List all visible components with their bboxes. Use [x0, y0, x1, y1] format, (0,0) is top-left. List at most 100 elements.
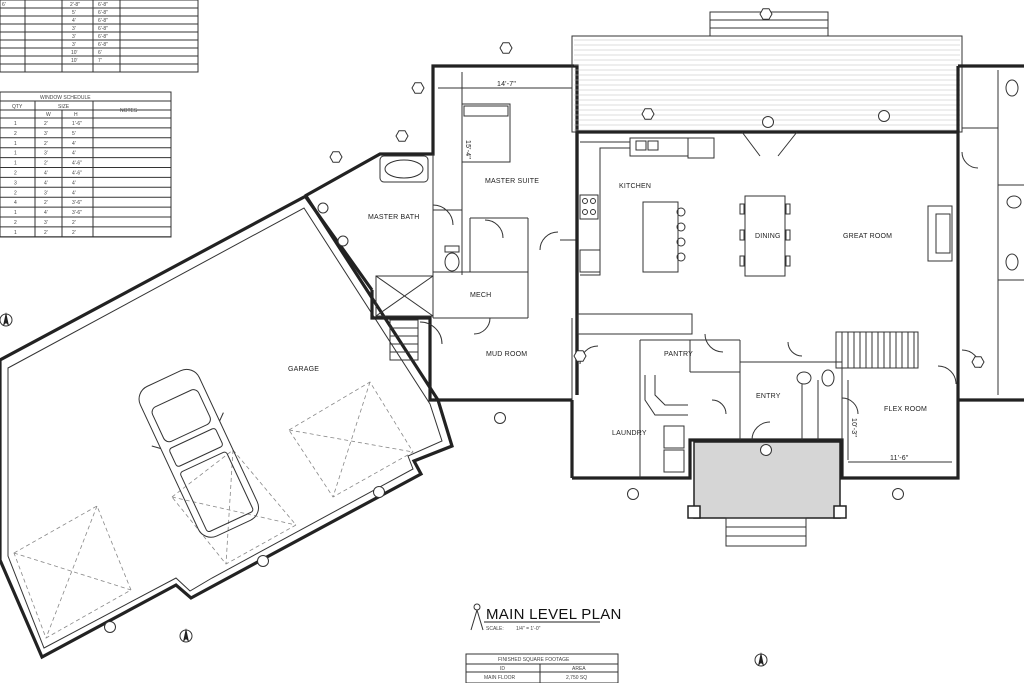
ws-row-5-c0: 2: [14, 171, 17, 177]
porch-steps: [725, 517, 807, 547]
ws-row-0-c0: 1: [14, 121, 17, 127]
window-tag-hexagon: [329, 151, 343, 163]
ws-row-4-c2: 4'-6": [72, 161, 82, 167]
ws-row-4-c0: 1: [14, 161, 17, 167]
window-tag-circle: [892, 488, 904, 500]
master-wing: 14'-7" 15'-4" MASTER SUITE MASTER BATH M…: [303, 64, 579, 402]
ws-row-10-c0: 2: [14, 220, 17, 226]
garage: GARAGE: [0, 193, 454, 660]
footage-row-id: MAIN FLOOR: [484, 675, 516, 681]
window-tag-hexagon: [499, 42, 513, 54]
plan-title-block: MAIN LEVEL PLAN SCALE: 1/4" = 1'-0": [470, 603, 622, 632]
master-depth-dim: 15'-4": [464, 140, 471, 159]
north-arrow-icon: [754, 652, 768, 667]
ws-row-10-c1: 3': [44, 220, 48, 226]
ws-row-9-c2: 3'-6": [72, 210, 82, 216]
ws-row-6-c1: 4': [44, 180, 48, 186]
shower: [375, 275, 434, 317]
scale-label: SCALE:: [486, 626, 504, 632]
master-width-dim: 14'-7": [497, 81, 516, 88]
front-porch: [687, 441, 847, 547]
deck: [571, 11, 963, 133]
door-row-6-c2: 6': [98, 50, 102, 56]
ws-row-7-c2: 4': [72, 190, 76, 196]
door-row-0-c1: 2'-8": [70, 2, 80, 8]
garage-door-1: [13, 505, 132, 639]
window-schedule-title: WINDOW SCHEDULE: [40, 95, 91, 101]
north-arrow-icon: [179, 628, 193, 643]
window-tag-circle: [878, 110, 890, 122]
window-tag-circle: [627, 488, 639, 500]
sink-icon: [796, 371, 812, 385]
toilet-icon: [1005, 79, 1019, 97]
window-tag-circle: [760, 444, 772, 456]
kitchen-island: [642, 201, 679, 273]
door-row-4-c2: 6'-8": [98, 34, 108, 40]
ws-row-8-c1: 2': [44, 200, 48, 206]
door-row-0-c0: 6': [2, 2, 6, 8]
window-tag-hexagon: [411, 82, 425, 94]
ws-sub-h: H: [74, 112, 78, 118]
ws-header-notes: NOTES: [120, 108, 138, 114]
door-row-4-c1: 3': [72, 34, 76, 40]
door-row-3-c2: 6'-8": [98, 26, 108, 32]
door-schedule-partial: 6' 2'-8" 6'-8" 5' 6'-8" 4' 6'-8" 3' 6'-8…: [0, 0, 199, 73]
plan-title: MAIN LEVEL PLAN: [486, 606, 622, 623]
range: [579, 194, 599, 220]
main-stairs: [835, 331, 919, 369]
ws-row-2-c0: 1: [14, 141, 17, 147]
window-tag-hexagon: [573, 350, 587, 362]
toilet-icon: [1005, 253, 1019, 271]
entry-label: ENTRY: [756, 393, 781, 400]
great-room-label: GREAT ROOM: [843, 233, 892, 240]
north-arrow-icon: [0, 312, 13, 327]
master-bath-label: MASTER BATH: [368, 214, 419, 221]
ws-header-size: SIZE: [58, 104, 70, 110]
window-tag-circle: [104, 621, 116, 633]
window-tag-circle: [257, 555, 269, 567]
ws-row-6-c2: 4': [72, 180, 76, 186]
flex-width-dim: 11'-6": [890, 455, 909, 462]
ws-row-0-c1: 2': [44, 121, 48, 127]
ws-row-0-c2: 1'-6": [72, 121, 82, 127]
kitchen-label: KITCHEN: [619, 183, 651, 190]
ws-row-5-c2: 4'-6": [72, 171, 82, 177]
toilet-icon: [444, 252, 460, 272]
laundry-label: LAUNDRY: [612, 430, 647, 437]
ws-row-11-c2: 2': [72, 230, 76, 236]
sink-icon: [1006, 195, 1022, 209]
window-tag-circle: [494, 412, 506, 424]
door-row-0-c2: 6'-8": [98, 2, 108, 8]
ws-row-3-c1: 3': [44, 151, 48, 157]
door-row-2-c2: 6'-8": [98, 18, 108, 24]
flex-room-label: FLEX ROOM: [884, 406, 927, 413]
footage-header-area: AREA: [572, 666, 586, 672]
ws-row-3-c2: 4': [72, 151, 76, 157]
ws-row-5-c1: 4': [44, 171, 48, 177]
door-row-2-c1: 4': [72, 18, 76, 24]
main-house: 11'-6" 10'-3" KITCHEN DINING GREAT ROOM …: [570, 64, 1024, 480]
scale-value: 1/4" = 1'-0": [516, 626, 541, 632]
toilet-icon: [821, 369, 835, 387]
ws-row-1-c2: 5': [72, 131, 76, 137]
ws-row-11-c1: 2': [44, 230, 48, 236]
ws-row-4-c1: 2': [44, 161, 48, 167]
ws-row-2-c1: 2': [44, 141, 48, 147]
ws-row-8-c0: 4: [14, 200, 17, 206]
ws-row-1-c1: 3': [44, 131, 48, 137]
ws-row-6-c0: 3: [14, 180, 17, 186]
ws-row-2-c2: 4': [72, 141, 76, 147]
dryer: [663, 449, 685, 473]
window-tag-hexagon: [641, 108, 655, 120]
flex-depth-dim: 10'-3": [850, 418, 857, 437]
mud-room-label: MUD ROOM: [486, 351, 527, 358]
window-tag-hexagon: [395, 130, 409, 142]
truck-outline: [138, 368, 260, 538]
ws-row-7-c1: 3': [44, 190, 48, 196]
window-tag-circle: [373, 486, 385, 498]
door-row-1-c2: 6'-8": [98, 10, 108, 16]
footage-title: FINISHED SQUARE FOOTAGE: [498, 657, 570, 663]
refrigerator: [687, 137, 715, 159]
